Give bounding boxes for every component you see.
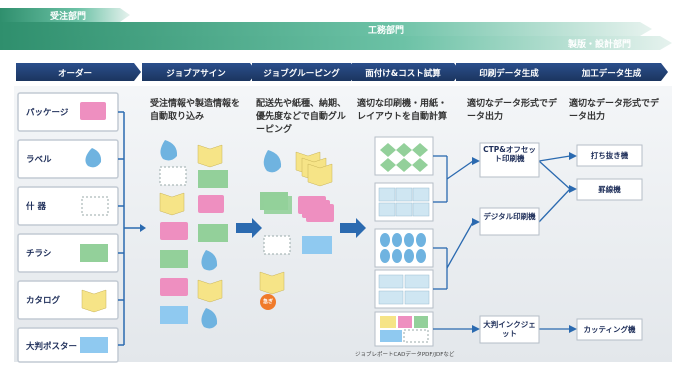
step-print-data: 印刷データ生成 [479, 69, 539, 79]
dept-banner-prepress [0, 36, 672, 50]
step-headers [16, 63, 668, 81]
device-digital-press: デジタル印刷機 [483, 212, 536, 221]
arrow-assign-to-grouping [236, 218, 262, 238]
step-job-grouping: ジョブグルーピング [263, 69, 340, 79]
step-finishing-data: 加工データ生成 [581, 69, 642, 79]
order-catalog: カタログ [26, 296, 61, 306]
device-large-format-inkjet: 大判インクジェット [483, 320, 536, 338]
device-ctp-offset: CTP&オフセット印刷機 [483, 145, 536, 163]
urgent-badge: 急ぎ [262, 299, 273, 305]
step-job-assign: ジョブアサイン [166, 69, 226, 79]
step-imposition-cost: 面付け&コスト試算 [365, 69, 441, 79]
step-order: オーダー [57, 69, 92, 79]
device-cutting-plotter: カッティング機 [583, 325, 636, 334]
desc-print-data: 適切なデータ形式でデータ出力 [467, 99, 558, 122]
dept-prepress-label: 製版・設計部門 [568, 40, 632, 50]
dept-order-label: 受注部門 [50, 12, 87, 22]
desc-job-grouping: 配送先や紙種、納期、優先度などで自動グルーピング [256, 99, 347, 135]
order-large-poster: 大判ポスター [26, 342, 78, 352]
order-icons [80, 102, 109, 353]
order-fixture: 什 器 [26, 202, 46, 212]
desc-job-assign: 受注情報や製造情報を自動取り込み [150, 99, 241, 122]
imposition-sheet-contents [378, 143, 430, 343]
assign-shapes [159, 140, 228, 329]
dept-engineering-label: 工務部門 [368, 26, 405, 36]
order-bracket [118, 111, 146, 346]
grouping-shapes [259, 150, 334, 310]
desc-finishing-data: 適切なデータ形式でデータ出力 [569, 99, 660, 122]
imposition-connectors [433, 155, 571, 330]
order-flyer: チラシ [26, 249, 52, 259]
print-device-boxes [479, 142, 540, 344]
connector-arrowheads [472, 152, 577, 333]
finishing-device-boxes [576, 144, 643, 341]
order-label: ラベル [26, 155, 52, 165]
arrow-grouping-to-imposition [340, 218, 366, 238]
dept-banner-engineering [0, 22, 652, 36]
device-die-cutter: 打ち抜き機 [590, 151, 629, 160]
dept-banner-order [0, 8, 130, 22]
imposition-caption: ジョブレポートCADデータPDF/JDFなど [355, 352, 455, 358]
desc-imposition: 適切な印刷機・用紙・レイアウトを自動計算 [357, 99, 448, 122]
device-creaser: 罫線機 [598, 185, 621, 194]
order-package: パッケージ [26, 108, 69, 118]
